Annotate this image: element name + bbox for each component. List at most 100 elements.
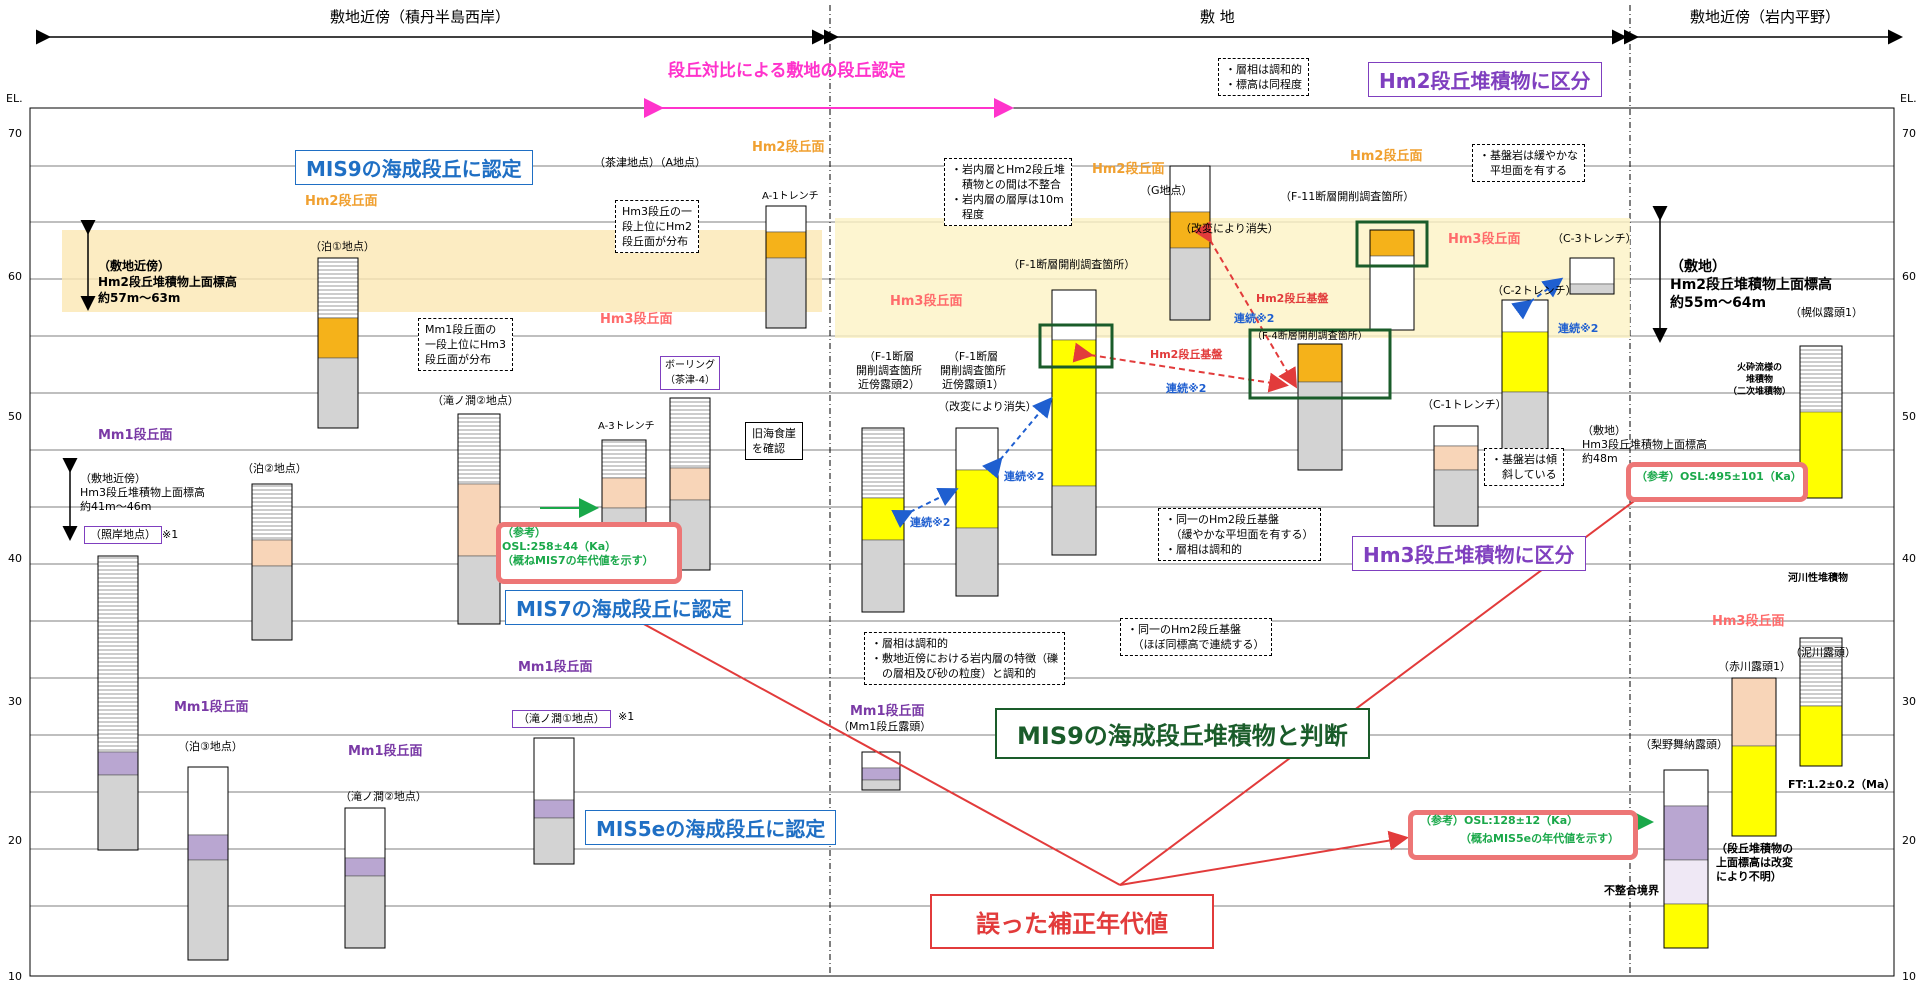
loc-f1-near2: （F-1断層 開削調査箇所 近傍露頭2） — [856, 350, 922, 391]
column-layer — [861, 497, 905, 541]
column-layer — [955, 527, 999, 597]
column-f1 — [1051, 289, 1097, 556]
column-outline — [861, 751, 901, 791]
mm1-surface-4: Mm1段丘面 — [518, 660, 593, 675]
note-site-near-hm3: （敷地近傍） Hm3段丘堆積物上面標高 約41m～46m — [80, 472, 205, 513]
column-layer — [457, 483, 501, 557]
column-dorokawa — [1799, 637, 1843, 767]
column-c1 — [1433, 425, 1479, 527]
note-river: 河川性堆積物 — [1788, 573, 1848, 584]
column-c3 — [1569, 257, 1615, 295]
column-outline — [317, 257, 359, 429]
note-modified1: （改変により消失） — [1180, 222, 1279, 235]
column-layer — [1369, 229, 1415, 257]
column-terugishi — [97, 555, 139, 851]
continuous-link-2 — [982, 396, 1053, 479]
column-layer — [861, 427, 905, 499]
tick-30-right: 30 — [1902, 695, 1916, 708]
column-a1 — [765, 205, 807, 329]
green-frame-f1 — [1038, 323, 1114, 369]
note-site-hm2: （敷地） Hm2段丘堆積物上面標高 約55m～64m — [1670, 259, 1833, 311]
column-layer — [1501, 299, 1549, 333]
mis7-recognize-title: MIS7の海成段丘に認定 — [505, 590, 743, 625]
note-bedrock-tilt: ・基盤岩は傾 斜している — [1484, 448, 1564, 486]
loc-takinoma1: （滝ノ澗①地点） — [512, 710, 611, 728]
column-takinoma1 — [533, 737, 575, 865]
link-continuous-1: 連続※2 — [910, 516, 951, 529]
column-layer — [533, 799, 575, 819]
column-layer — [1051, 289, 1097, 341]
column-layer — [1663, 805, 1709, 861]
note-bedrock-flat: ・基盤岩は緩やかな 平坦面を有する — [1472, 144, 1585, 182]
column-outline — [344, 807, 386, 949]
note-facies-bottom: ・層相は調和的 ・敷地近傍における岩内層の特徴（礫 の層相及び砂の粒度）と調和的 — [864, 632, 1065, 685]
column-layer — [955, 469, 999, 529]
column-outline — [1433, 425, 1479, 527]
loc-f1-near1: （F-1断層 開削調査箇所 近傍露頭1） — [940, 350, 1006, 391]
hm2-divide-title: Hm2段丘堆積物に区分 — [1368, 62, 1602, 97]
column-layer — [1799, 345, 1843, 413]
column-layer — [1297, 343, 1343, 383]
tick-20: 20 — [8, 834, 22, 847]
note-site-near-hm2: （敷地近傍） Hm2段丘堆積物上面標高 約57m～63m — [98, 259, 237, 305]
link-continuous-4: 連続※2 — [1234, 312, 1275, 325]
mis9-judge-title: MIS9の海成段丘堆積物と判断 — [995, 708, 1370, 759]
loc-c1-trench: （C-1トレンチ） — [1422, 398, 1507, 411]
note-same-base: ・同一のHm2段丘基盤 （緩やかな平坦面を有する） ・層相は調和的 — [1158, 508, 1321, 561]
note-site-hm3: （敷地） Hm3段丘堆積物上面標高 約48m — [1582, 424, 1707, 465]
column-outline — [765, 205, 807, 329]
osl-box-mis9 — [1626, 462, 1808, 502]
loc-a1-trench: A-1トレンチ — [762, 191, 819, 202]
loc-terugishi: （照岸地点） — [84, 526, 162, 544]
column-layer — [97, 774, 139, 851]
column-outline — [1297, 343, 1343, 471]
column-layer — [1663, 903, 1709, 949]
column-layer — [317, 257, 359, 319]
hm3-surface-akagawa: Hm3段丘面 — [1712, 614, 1785, 629]
column-layer — [1501, 391, 1549, 451]
column-layer — [1433, 425, 1479, 447]
link-hm2-base-2: Hm2段丘基盤 — [1150, 348, 1223, 361]
column-akagawa — [1731, 677, 1777, 837]
column-c2 — [1501, 299, 1549, 451]
mis9-recognize-title: MIS9の海成段丘に認定 — [295, 150, 533, 185]
column-layer — [1051, 339, 1097, 487]
column-f4 — [1297, 343, 1343, 471]
column-layer — [1501, 331, 1549, 393]
mm1-surface-5: Mm1段丘面 — [850, 704, 925, 719]
osl-mis7-ref: （参考） — [502, 526, 546, 539]
column-layer — [1569, 257, 1615, 285]
column-layer — [251, 539, 293, 567]
column-layer — [1433, 469, 1479, 527]
loc-c2-trench: （C-2トレンチ） — [1492, 284, 1577, 297]
column-layer — [765, 257, 807, 329]
tick-20-right: 20 — [1902, 834, 1916, 847]
column-layer — [344, 857, 386, 877]
hm2-surface-tomari1: Hm2段丘面 — [305, 194, 378, 209]
osl-mis5e-note: （概ねMIS5eの年代値を示す） — [1460, 832, 1620, 845]
note-volcanic: 火砕流様の 堆積物 （二次堆積物） — [1728, 363, 1792, 397]
region-center-label: 敷 地 — [1200, 8, 1235, 26]
column-layer — [187, 859, 229, 961]
link-continuous-2: 連続※2 — [1004, 470, 1045, 483]
column-layer — [344, 807, 386, 859]
link-continuous-3: 連続※2 — [1166, 382, 1207, 395]
column-layer — [317, 357, 359, 429]
osl-box-mis7 — [496, 522, 682, 584]
terrace-comparison-title: 段丘対比による敷地の段丘認定 — [668, 61, 906, 81]
loc-a3-trench: A-3トレンチ — [598, 421, 655, 432]
loc-tomari3: （泊③地点） — [178, 740, 243, 753]
tick-40: 40 — [8, 552, 22, 565]
tick-70-right: 70 — [1902, 127, 1916, 140]
tick-10: 10 — [8, 970, 22, 983]
note-same-base2: ・同一のHm2段丘基盤 （ほぼ同標高で連続する） — [1120, 618, 1272, 656]
column-layer — [601, 477, 647, 509]
column-outline — [669, 397, 711, 571]
osl-box-mis5e — [1408, 810, 1638, 860]
column-outline — [1663, 769, 1709, 949]
osl-mis7-value: OSL:258±44（Ka） — [502, 540, 617, 553]
column-layer — [861, 539, 905, 613]
link-continuous-5: 連続※2 — [1558, 322, 1599, 335]
note-modified2: （改変により消失） — [938, 400, 1037, 413]
column-layer — [533, 817, 575, 865]
